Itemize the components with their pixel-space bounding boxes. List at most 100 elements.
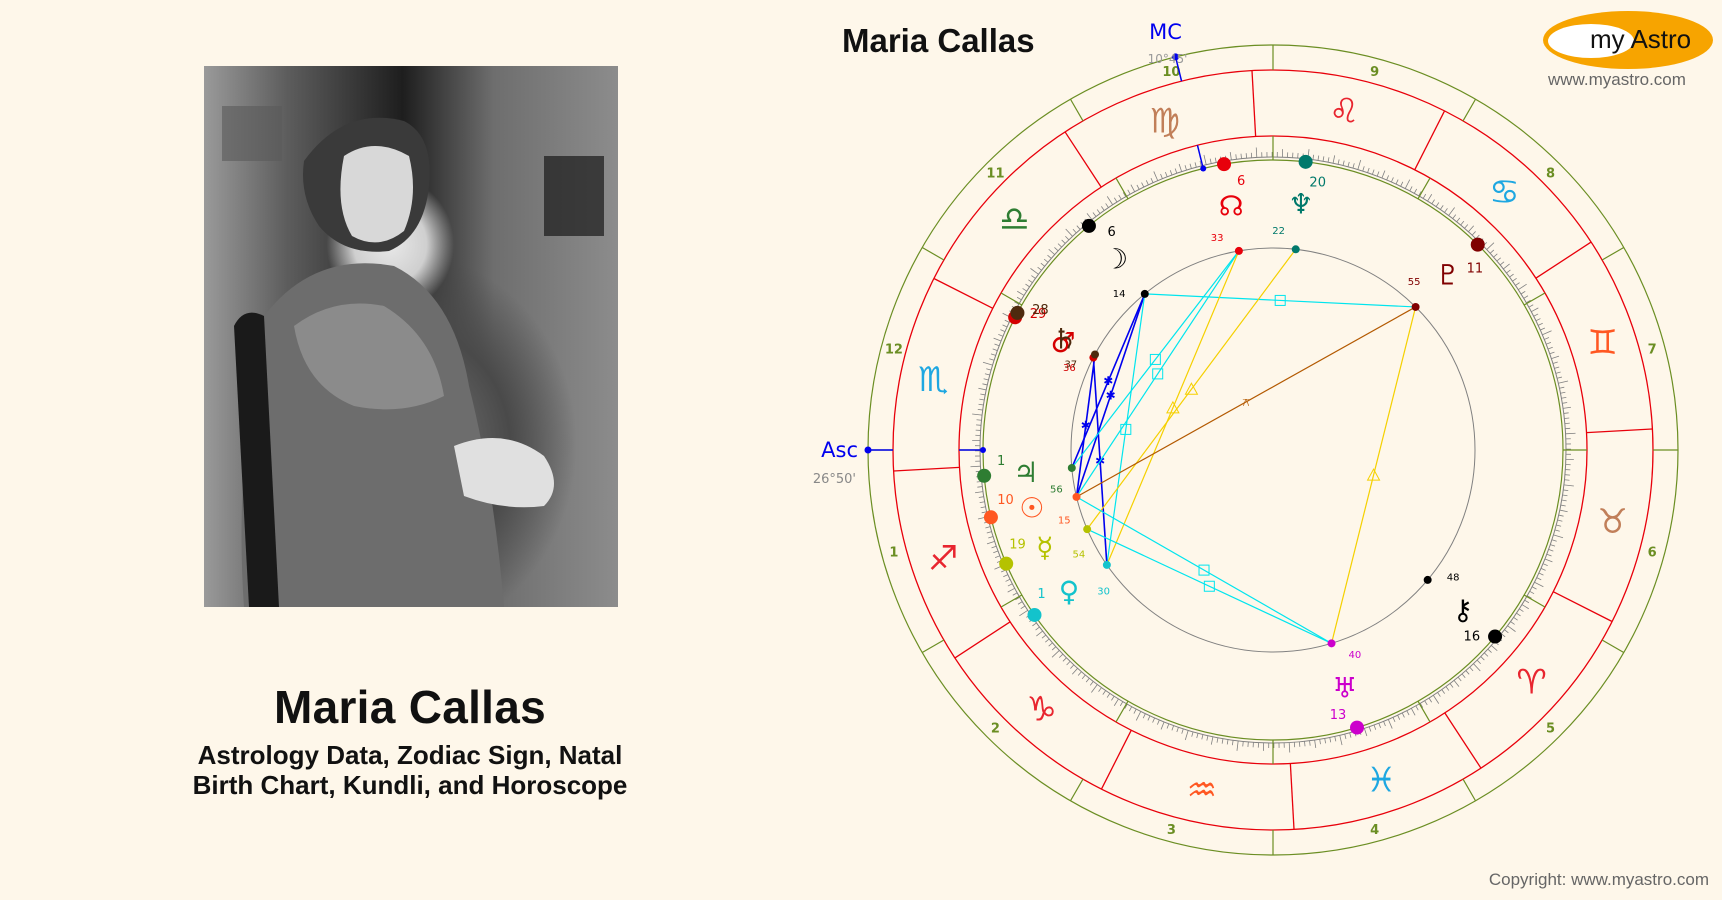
degree-tick <box>1165 171 1168 177</box>
planet-minutes-neptune: 22 <box>1272 226 1285 237</box>
degree-tick <box>1030 268 1039 275</box>
page-subtitle-line-1: Astrology Data, Zodiac Sign, Natal <box>197 740 623 770</box>
aspect-line-square <box>1076 496 1332 644</box>
degree-tick <box>1051 650 1060 658</box>
degree-tick <box>1368 726 1372 732</box>
chart-title: Maria Callas <box>842 22 1035 59</box>
degree-tick <box>1535 318 1541 322</box>
degree-tick <box>1199 160 1202 167</box>
aspect-line-sextile <box>1075 293 1146 498</box>
degree-tick <box>980 506 986 509</box>
aspect-sextile-icon: ✱ <box>1081 419 1091 433</box>
degree-tick <box>1554 366 1560 369</box>
house-number-2: 2 <box>991 722 1000 737</box>
house-cusp-outer <box>1462 778 1477 802</box>
midheaven-outer-line <box>1174 56 1183 82</box>
degree-tick <box>1381 170 1386 179</box>
degree-tick <box>1025 283 1030 288</box>
degree-tick <box>1509 273 1514 278</box>
aspect-line-trine <box>1330 306 1417 644</box>
sign-leo-icon: ♌ <box>1329 91 1359 131</box>
degree-tick <box>1435 202 1440 207</box>
degree-tick <box>1555 371 1561 374</box>
degree-tick <box>1054 247 1059 252</box>
degree-tick <box>1145 180 1149 185</box>
degree-tick <box>1452 214 1457 219</box>
aspect-trine-icon <box>1166 400 1180 414</box>
degree-tick <box>1007 587 1015 593</box>
planet-marker-jupiter <box>977 468 992 483</box>
house-number-8: 8 <box>1546 166 1555 181</box>
planet-marker-saturn <box>1010 305 1025 320</box>
degree-tick <box>1489 249 1495 254</box>
degree-tick <box>1560 391 1566 394</box>
degree-tick <box>1562 402 1568 404</box>
degree-tick <box>1314 739 1317 749</box>
aspect-trine-icon <box>1184 382 1199 395</box>
degree-tick <box>1130 184 1136 192</box>
degree-tick <box>1071 668 1078 675</box>
house-number-1: 1 <box>889 546 898 561</box>
degree-tick <box>1119 701 1124 707</box>
degree-tick <box>1544 558 1553 563</box>
planet-marker-chiron <box>1488 629 1503 644</box>
midheaven-inner-marker <box>1200 165 1207 172</box>
planet-sun-icon: ☉ <box>1019 492 1044 525</box>
degree-tick <box>1468 225 1475 232</box>
degree-tick <box>1531 586 1537 590</box>
degree-tick <box>1184 730 1189 741</box>
degree-tick <box>1142 713 1146 719</box>
degree-tick <box>1410 708 1416 716</box>
degree-tick <box>1559 386 1565 389</box>
sign-boundary-line <box>1535 241 1592 279</box>
degree-tick <box>1118 194 1122 200</box>
degree-tick <box>1022 288 1028 292</box>
degree-tick <box>1507 625 1516 632</box>
aspect-point-chiron <box>1423 575 1432 584</box>
degree-tick <box>1002 324 1008 328</box>
degree-tick <box>1546 342 1552 345</box>
degree-tick <box>1404 179 1411 189</box>
degree-tick <box>986 540 995 545</box>
degree-tick <box>1235 154 1237 160</box>
degree-tick <box>993 550 999 554</box>
degree-tick <box>1352 163 1355 169</box>
degree-tick <box>1560 504 1566 507</box>
degree-tick <box>1048 642 1053 647</box>
aspect-sextile-icon: ✱ <box>1103 374 1113 388</box>
degree-tick <box>1546 553 1552 557</box>
sign-cancer-icon: ♋ <box>1489 172 1519 212</box>
degree-tick <box>1518 608 1524 612</box>
degree-tick <box>1092 212 1097 217</box>
degree-tick <box>1045 638 1050 643</box>
planet-marker-neptune <box>1298 154 1313 169</box>
planet-degree-uranus: 13 <box>1330 708 1347 723</box>
degree-tick <box>1005 578 1011 582</box>
degree-tick <box>1236 740 1239 751</box>
site-url-link[interactable]: www.myastro.com <box>1548 70 1686 89</box>
degree-tick <box>992 348 998 351</box>
degree-tick <box>1510 621 1515 625</box>
degree-tick <box>970 465 981 468</box>
planet-degree-mercury: 19 <box>1009 537 1026 552</box>
planet-degree-neptune: 20 <box>1309 176 1326 191</box>
myastro-logo[interactable]: my Astro <box>1543 11 1713 69</box>
house-cusp-inner <box>1115 177 1129 200</box>
degree-tick <box>1550 544 1556 547</box>
degree-tick <box>1031 275 1036 279</box>
house-cusp-inner <box>1000 594 1023 608</box>
house-cusp-outer <box>1069 98 1084 122</box>
aspect-square-icon <box>1149 353 1161 365</box>
degree-tick <box>1427 194 1433 202</box>
degree-tick <box>1061 239 1066 244</box>
planet-marker-venus <box>1027 607 1042 622</box>
degree-tick <box>1147 715 1151 721</box>
degree-tick <box>1221 738 1224 744</box>
degree-tick <box>1536 577 1542 581</box>
degree-tick <box>1551 355 1560 360</box>
degree-tick <box>1484 652 1489 657</box>
degree-tick <box>1391 177 1394 183</box>
degree-tick <box>1363 728 1368 737</box>
degree-tick <box>1556 376 1563 379</box>
degree-tick <box>1124 703 1128 709</box>
